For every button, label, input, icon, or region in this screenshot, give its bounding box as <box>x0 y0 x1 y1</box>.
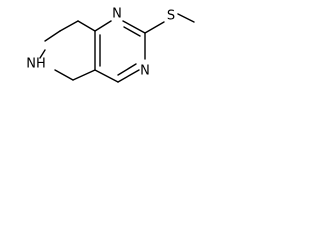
bond-n1-c2 <box>122 20 146 34</box>
bond-n3-c4-inner <box>117 63 137 76</box>
bond-c7-c6 <box>44 30 61 42</box>
canvas-background <box>0 0 230 94</box>
bond-c5-c4a <box>72 69 96 81</box>
bond-c2-s <box>144 21 165 34</box>
bond-n1-c2-inner <box>123 26 141 37</box>
bond-n3-c4 <box>117 69 140 83</box>
atom-label-s: S <box>167 9 175 24</box>
bond-c6-nh <box>39 49 46 59</box>
bond-s-ch3 <box>177 13 195 23</box>
bond-c8a-c8 <box>77 20 96 32</box>
atom-label-n-top: N <box>112 7 122 22</box>
atom-label-nh: NH <box>26 57 46 72</box>
atom-label-n-bottom: N <box>140 64 150 79</box>
bond-nh-c5 <box>54 69 74 81</box>
bond-c4-c4a <box>94 69 119 83</box>
bond-c8-c7 <box>59 20 79 32</box>
bond-c8a-n1 <box>94 20 112 32</box>
chemical-structure: N N S NH <box>0 0 230 94</box>
